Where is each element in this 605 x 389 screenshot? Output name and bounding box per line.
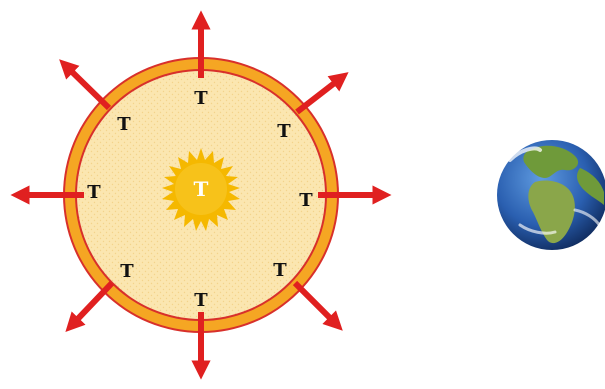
- arrow-nw: [66, 66, 109, 108]
- center-t-label: T: [194, 177, 209, 201]
- earth-icon: [497, 140, 605, 250]
- arrow-ne: [297, 78, 341, 112]
- t-label-sw: T: [120, 261, 134, 282]
- arrow-se: [295, 283, 336, 324]
- arrow-sw: [72, 283, 112, 325]
- t-label-se: T: [273, 260, 287, 281]
- t-label-s: T: [194, 290, 208, 311]
- t-label-w: T: [87, 182, 101, 203]
- t-label-nw: T: [117, 114, 131, 135]
- t-label-n: T: [194, 88, 208, 109]
- t-label-ne: T: [277, 121, 291, 142]
- t-label-e: T: [299, 190, 313, 211]
